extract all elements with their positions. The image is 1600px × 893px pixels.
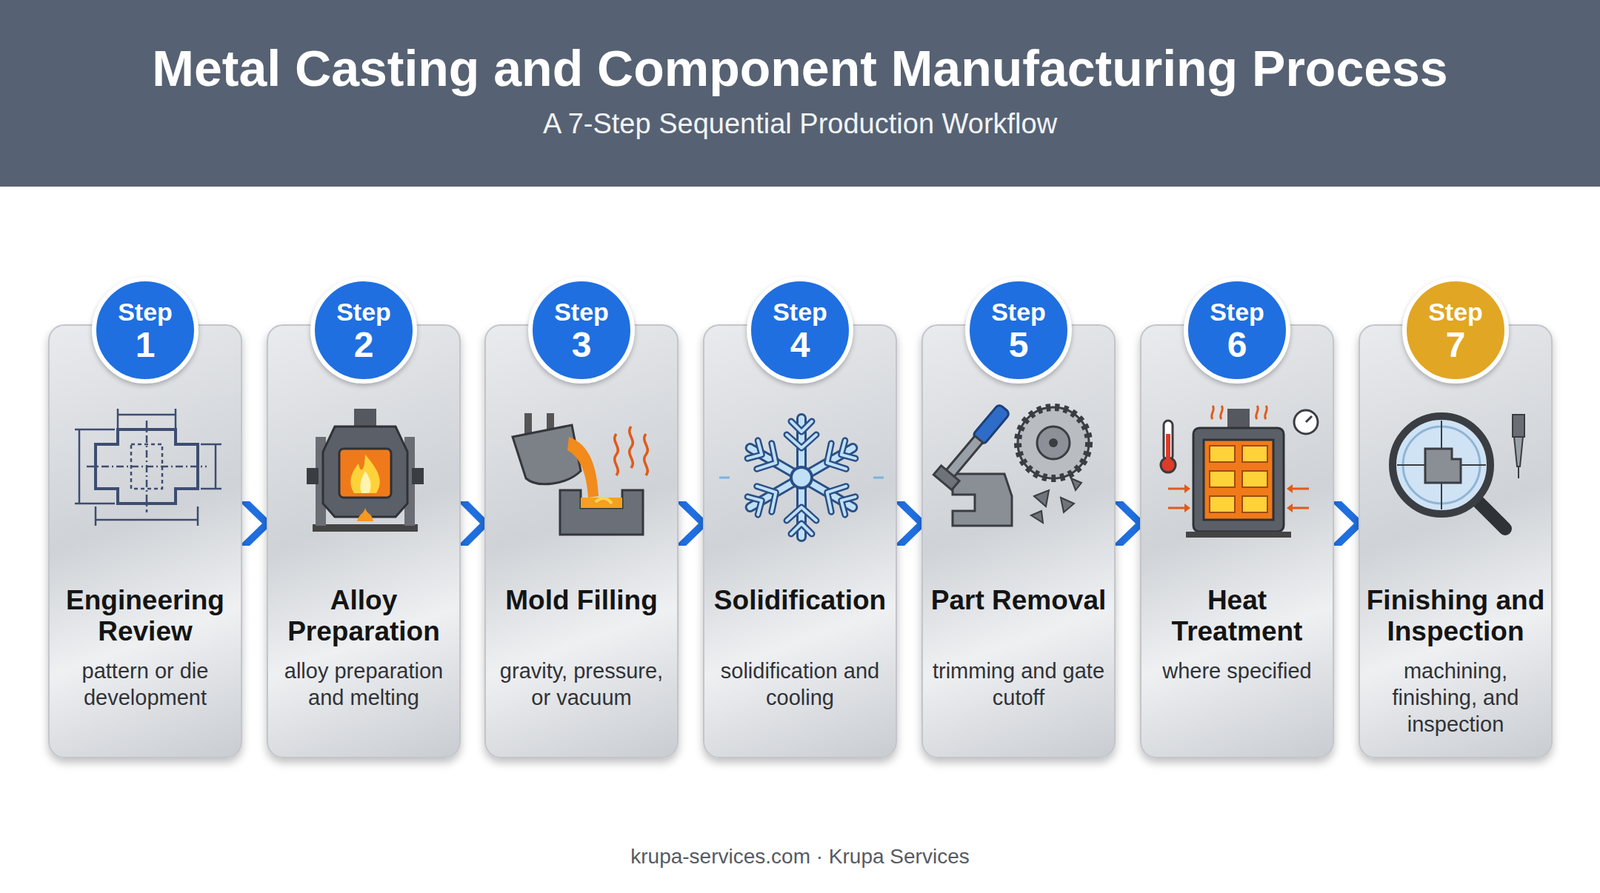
step-description: alloy preparation and melting [274,657,454,712]
step-card: Solidification solidification and cooling… [702,324,898,759]
step-word: Step [969,297,1068,326]
step-word: Step [96,297,195,326]
step-title: Part Removal [927,585,1110,617]
footer-credit: krupa-services.com · Krupa Services [0,844,1600,870]
step-title: Finishing and Inspection [1364,585,1547,648]
step-title: Heat Treatment [1145,585,1329,648]
step-word: Step [1406,297,1505,326]
step-number: 1 [96,325,195,365]
subtitle: A 7-Step Sequential Production Workflow [0,107,1600,140]
step-word: Step [532,297,631,326]
header-band: Metal Casting and Component Manufacturin… [0,0,1600,187]
step-badge: Step1 [91,277,199,384]
step-number: 2 [314,325,413,365]
step-badge: Step2 [310,277,418,384]
step-badge: Step3 [528,277,635,384]
step-badge: Step6 [1183,277,1291,384]
step-card: Part Removaltrimming and gate cutoffStep… [921,324,1116,759]
step-title: Solidification [708,585,892,617]
step-description: where specified [1147,657,1327,685]
step-description: pattern or die development [55,657,235,712]
step-number: 4 [751,325,849,365]
step-card: Alloy Preparation alloy preparation and m… [266,324,461,759]
step-title: Alloy Preparation [272,585,455,648]
step-badge: Step7 [1402,277,1509,384]
step-word: Step [314,297,413,326]
step-card: Mold Filling gravity, pressure, or vacuum… [484,324,679,759]
step-title: Mold Filling [490,585,673,617]
step-card: Engineering Review pattern or die develop… [48,324,243,759]
step-description: machining, finishing, and inspection [1365,657,1546,738]
step-number: 6 [1188,325,1286,365]
step-title: Engineering Review [54,585,237,648]
step-description: gravity, pressure, or vacuum [491,657,672,712]
step-badge: Step5 [965,277,1072,384]
diagram-title: Metal Casting and Component Manufacturin… [0,38,1600,98]
step-card: Heat Treatmentwhere specifiedStep6 [1140,324,1335,759]
step-number: 5 [969,325,1068,365]
step-badge: Step4 [746,277,854,384]
step-card: Finishing and Inspection machining, finis… [1358,324,1553,759]
step-description: solidification and cooling [710,657,890,712]
step-number: 3 [532,325,631,365]
step-word: Step [1188,297,1286,326]
step-description: trimming and gate cutoff [928,657,1109,712]
step-number: 7 [1406,325,1505,365]
step-word: Step [751,297,849,326]
